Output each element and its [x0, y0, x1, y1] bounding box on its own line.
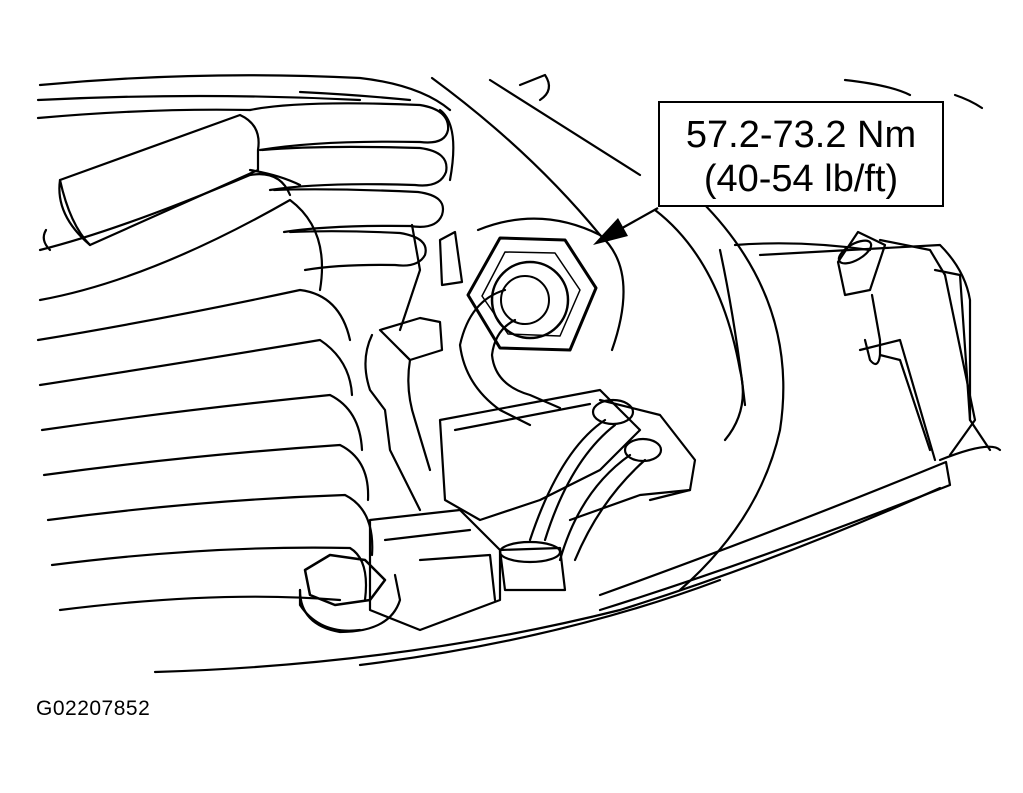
figure-id-label: G02207852	[36, 697, 151, 720]
housing-right	[598, 78, 1002, 612]
mounting-bracket	[368, 508, 502, 632]
hex-fitting-nut	[466, 217, 625, 352]
pipe-line	[458, 288, 562, 427]
torque-spec-callout: 57.2-73.2 Nm (40-54 lb/ft)	[658, 101, 944, 207]
cooling-ribs	[248, 102, 455, 272]
strut-lines	[398, 73, 642, 332]
bottom-contour	[153, 486, 942, 674]
callout-arrow	[593, 207, 659, 245]
pulley-assembly	[36, 113, 374, 612]
torque-metric-label: 57.2-73.2 Nm	[685, 114, 917, 156]
torque-imperial-label: (40-54 lb/ft)	[703, 158, 899, 200]
hex-bolt	[298, 553, 402, 634]
hood-contour-lines	[36, 74, 452, 120]
bracket-connector	[364, 316, 697, 592]
top-right-sensor	[836, 230, 977, 462]
